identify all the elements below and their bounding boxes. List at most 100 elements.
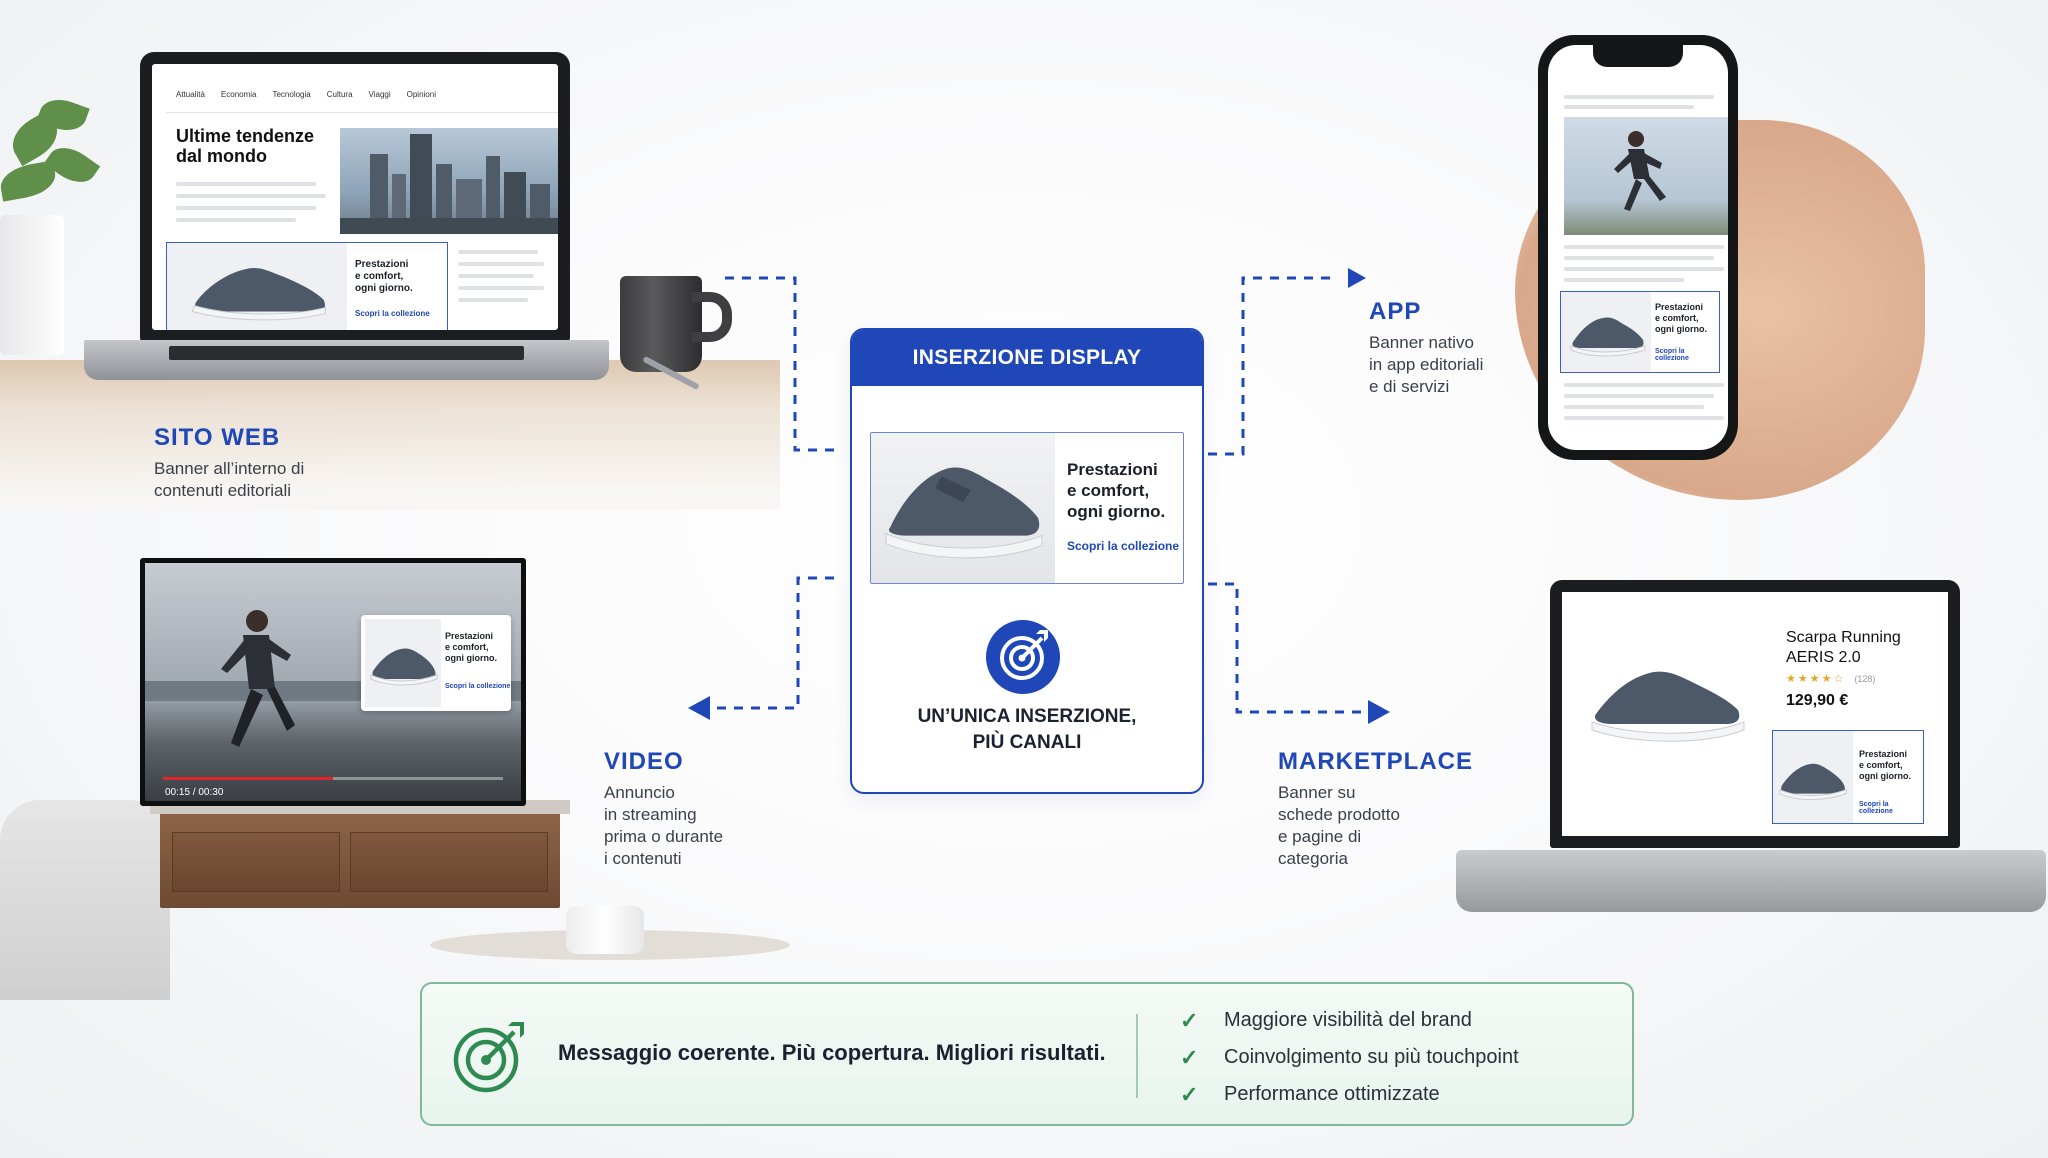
section-desc: e pagine di — [1278, 827, 1362, 846]
section-desc: in streaming — [604, 805, 697, 824]
section-desc: Banner nativo — [1369, 333, 1474, 352]
nav-item[interactable]: Opinioni — [406, 90, 436, 99]
app-ad-banner[interactable]: Prestazioni e comfort, ogni giorno. Scop… — [1560, 291, 1720, 373]
section-desc: categoria — [1278, 849, 1348, 868]
connector-video — [712, 576, 834, 710]
ad-line: ogni giorno. — [355, 283, 413, 294]
section-marketplace: MARKETPLACE Banner su schede prodotto e … — [1278, 748, 1473, 870]
plant-pot — [0, 215, 64, 355]
star-icon: ★★★★☆ — [1786, 673, 1846, 685]
check-icon: ✓ — [1180, 1007, 1199, 1033]
section-desc: prima o durante — [604, 827, 724, 846]
card-tagline: PIÙ CANALI — [972, 732, 1082, 753]
nav-item[interactable]: Viaggi — [368, 90, 391, 99]
ad-line: e comfort, — [1655, 313, 1699, 323]
shoe-image — [1561, 292, 1651, 372]
product-name: Scarpa Running — [1786, 629, 1901, 646]
ad-line: ogni giorno. — [1859, 771, 1911, 781]
section-title: SITO WEB — [154, 424, 281, 451]
section-desc: contenuti editoriali — [154, 481, 292, 500]
runner-figure — [221, 610, 295, 747]
section-title: MARKETPLACE — [1278, 748, 1473, 775]
section-desc: Banner all’interno di — [154, 459, 305, 478]
runner-image — [1564, 117, 1728, 235]
ad-cta-link[interactable]: Scopri la collezione — [1859, 801, 1893, 815]
ad-line: Prestazioni — [355, 259, 409, 270]
laptop-base — [1456, 850, 2046, 912]
city-skyline-image — [340, 128, 558, 234]
section-desc: schede prodotto — [1278, 805, 1400, 824]
shoe-image — [365, 619, 441, 707]
laptop-website: Attualità Economia Tecnologia Cultura Vi… — [140, 52, 570, 342]
benefit-item: ✓ Coinvolgimento su più touchpoint — [1180, 1039, 1519, 1076]
arrow-icon — [1368, 700, 1390, 724]
ceramic-bowl — [566, 906, 644, 954]
coffee-mug-handle — [692, 292, 732, 342]
laptop-marketplace: Scarpa Running AERIS 2.0 ★★★★☆ (128) 129… — [1550, 580, 1960, 848]
check-icon: ✓ — [1180, 1044, 1199, 1070]
app-screen: Prestazioni e comfort, ogni giorno. Scop… — [1548, 45, 1728, 450]
ad-line: e comfort, — [1859, 760, 1903, 770]
product-price: 129,90 € — [1786, 692, 1849, 709]
ad-line: Prestazioni — [445, 631, 494, 641]
nav-item[interactable]: Attualità — [176, 90, 205, 99]
card-header: INSERZIONE DISPLAY — [852, 330, 1202, 386]
shoe-image — [871, 433, 1055, 583]
star-rating: ★★★★☆ (128) — [1786, 672, 1875, 685]
target-icon — [986, 620, 1060, 694]
ad-line: ogni giorno. — [1655, 324, 1707, 334]
benefit-label: Maggiore visibilità del brand — [1224, 1009, 1472, 1031]
summary-banner: Messaggio coerente. Più copertura. Migli… — [420, 982, 1634, 1126]
benefits-list: ✓ Maggiore visibilità del brand ✓ Coinvolg… — [1180, 1002, 1519, 1113]
ad-cta-link[interactable]: Scopri la collezione — [445, 683, 511, 690]
coffee-mug — [620, 276, 702, 372]
review-count: (128) — [1854, 674, 1876, 684]
video-progress-track[interactable] — [163, 777, 503, 780]
benefit-label: Performance ottimizzate — [1224, 1083, 1440, 1105]
ad-line: e comfort, — [355, 271, 404, 282]
ad-cta-link[interactable]: Scopri la collezione — [1067, 539, 1180, 553]
sofa — [0, 800, 170, 1000]
marketplace-ad-banner[interactable]: Prestazioni e comfort, ogni giorno. Scop… — [1772, 730, 1924, 824]
section-sito-web: SITO WEB Banner all’interno di contenuti… — [154, 424, 304, 502]
benefit-item: ✓ Maggiore visibilità del brand — [1180, 1002, 1519, 1039]
ad-line: e comfort, — [1067, 481, 1150, 500]
ad-line: Prestazioni — [1067, 460, 1158, 479]
ad-line: Prestazioni — [1859, 749, 1908, 759]
ad-cta-link[interactable]: Scopri la collezione — [355, 309, 430, 318]
ad-line: ogni giorno. — [1067, 502, 1166, 521]
video-progress-fill — [163, 777, 333, 780]
television-video: Prestazioni e comfort, ogni giorno. Scop… — [140, 558, 526, 806]
ad-line: e comfort, — [445, 642, 489, 652]
nav-item[interactable]: Economia — [220, 90, 257, 99]
website-page: Attualità Economia Tecnologia Cultura Vi… — [152, 64, 558, 330]
website-ad-banner[interactable]: Prestazioni e comfort, ogni giorno. Scop… — [166, 242, 448, 330]
laptop-base — [84, 340, 609, 380]
ad-line: Prestazioni — [1655, 302, 1704, 312]
benefit-label: Coinvolgimento su più touchpoint — [1224, 1046, 1519, 1068]
shoe-image — [167, 243, 347, 330]
arrow-icon — [688, 696, 710, 720]
nav-item[interactable]: Cultura — [326, 90, 353, 99]
section-desc: Banner su — [1278, 783, 1356, 802]
section-app: APP Banner nativo in app editoriali e di… — [1369, 298, 1483, 398]
section-desc: i contenuti — [604, 849, 682, 868]
section-video: VIDEO Annuncio in streaming prima o dura… — [604, 748, 723, 870]
arrow-icon — [1348, 268, 1366, 288]
website-nav: Attualità Economia Tecnologia Cultura Vi… — [176, 90, 436, 99]
display-insertion-card: INSERZIONE DISPLAY Prestazioni e comfort… — [850, 328, 1204, 794]
section-desc: in app editoriali — [1369, 355, 1484, 374]
central-ad-banner[interactable]: Prestazioni e comfort, ogni giorno. Scop… — [870, 432, 1184, 584]
smartphone-app: Prestazioni e comfort, ogni giorno. Scop… — [1538, 35, 1738, 460]
connector-marketplace — [1208, 582, 1366, 714]
video-frame: Prestazioni e comfort, ogni giorno. Scop… — [145, 563, 521, 801]
ad-line: ogni giorno. — [445, 653, 497, 663]
section-title: VIDEO — [604, 748, 684, 775]
video-ad-overlay[interactable]: Prestazioni e comfort, ogni giorno. Scop… — [361, 615, 511, 711]
marketplace-page: Scarpa Running AERIS 2.0 ★★★★☆ (128) 129… — [1562, 592, 1948, 836]
ad-cta-link[interactable]: Scopri la collezione — [1655, 348, 1689, 362]
divider — [1136, 1014, 1138, 1098]
nav-item[interactable]: Tecnologia — [272, 90, 311, 99]
video-timestamp: 00:15 / 00:30 — [165, 787, 224, 798]
